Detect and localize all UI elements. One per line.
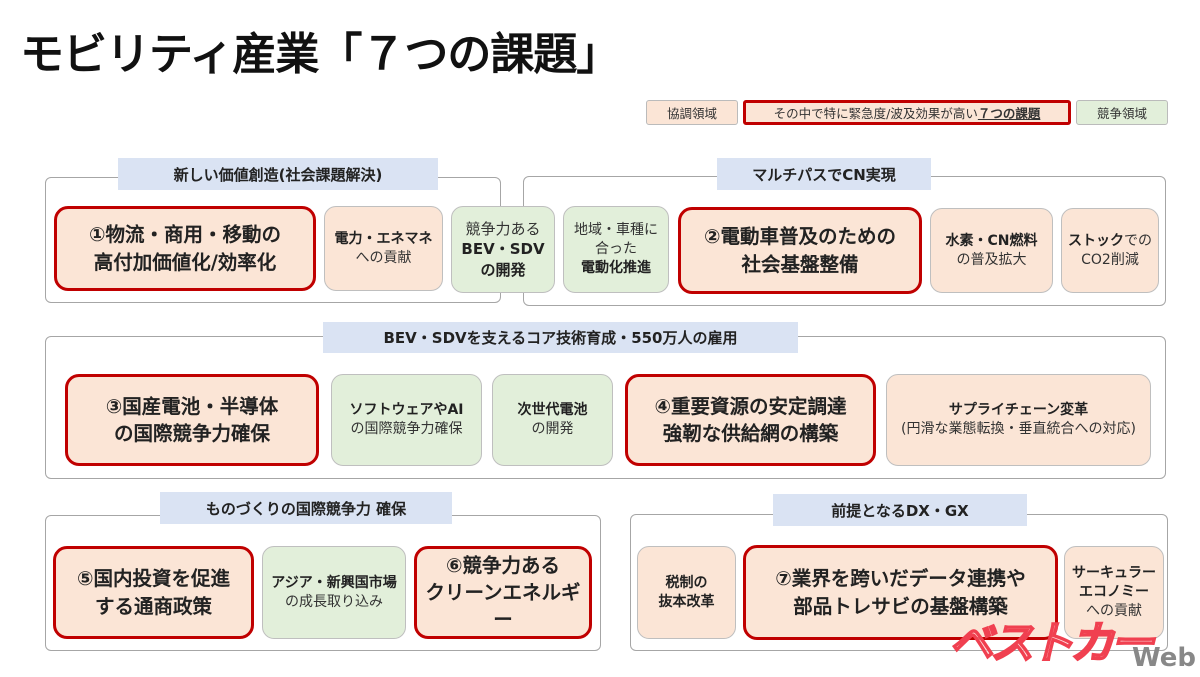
- box-circular-line2: エコノミー: [1079, 584, 1149, 601]
- legend-competitive: 競争領域: [1076, 100, 1168, 125]
- issue-5-trade-policy: ⑤国内投資を促進 する通商政策: [53, 546, 254, 639]
- box-bev-line3: の開発: [480, 260, 526, 279]
- box-stock: ストックでの CO2削減: [1061, 208, 1159, 293]
- box-supply-chain: サプライチェーン変革 (円滑な業態転換・垂直統合への対応): [886, 374, 1151, 466]
- box-software-line2: の国際競争力確保: [350, 421, 463, 437]
- box-software-line1: ソフトウェアやAI: [349, 402, 464, 419]
- box-software-ai: ソフトウェアやAI の国際競争力確保: [331, 374, 482, 466]
- box-battery-line2: の開発: [531, 421, 574, 437]
- box-bev-sdv: 競争力ある BEV・SDV の開発: [451, 206, 555, 293]
- box-circular: サーキュラー エコノミー への貢献: [1064, 546, 1164, 639]
- section-label-core-tech: BEV・SDVを支えるコア技術育成・550万人の雇用: [323, 322, 798, 353]
- box-region: 地域・車種に 合った 電動化推進: [563, 206, 669, 293]
- box-hydrogen: 水素・CN燃料 の普及拡大: [930, 208, 1053, 293]
- box-battery-line1: 次世代電池: [517, 402, 588, 419]
- issue-4-resources: ④重要資源の安定調達 強靭な供給網の構築: [625, 374, 876, 466]
- box-supply-line1: サプライチェーン変革: [948, 402, 1089, 419]
- issue-1-logistics: ①物流・商用・移動の 高付加価値化/効率化: [54, 206, 316, 291]
- issue-2-line1: ②電動車普及のための: [703, 225, 896, 249]
- box-asia-market: アジア・新興国市場 の成長取り込み: [262, 546, 406, 639]
- box-hydrogen-line2: の普及拡大: [956, 251, 1027, 268]
- issue-3-line1: ③国産電池・半導体: [105, 394, 279, 418]
- box-region-line1: 地域・車種に: [574, 222, 658, 239]
- issue-7-line1: ⑦業界を跨いだデータ連携や: [775, 567, 1026, 591]
- legend-priority-text: その中で特に緊急度/波及効果が高い: [773, 106, 978, 121]
- section-label-manufacturing: ものづくりの国際競争力 確保: [160, 492, 452, 524]
- box-hydrogen-line1: 水素・CN燃料: [945, 232, 1038, 249]
- issue-1-line2: 高付加価値化/効率化: [93, 250, 277, 274]
- box-region-line2: 合った: [595, 241, 637, 258]
- section-label-new-value: 新しい価値創造(社会課題解決): [118, 158, 438, 190]
- issue-5-line2: する通商政策: [94, 594, 212, 618]
- box-region-line3: 電動化推進: [581, 259, 651, 276]
- box-next-battery: 次世代電池 の開発: [492, 374, 613, 466]
- box-bev-line2: BEV・SDV: [461, 240, 545, 259]
- box-circular-line1: サーキュラー: [1072, 565, 1156, 582]
- watermark-logo: ベストカー: [948, 617, 1155, 670]
- section-label-dx-gx: 前提となるDX・GX: [773, 494, 1027, 526]
- box-tax-line2: 抜本改革: [658, 593, 715, 610]
- legend-priority-emph: ７つの課題: [977, 106, 1041, 121]
- box-circular-line3: への貢献: [1086, 602, 1142, 619]
- issue-5-line1: ⑤国内投資を促進: [76, 567, 230, 591]
- issue-7-data-linkage: ⑦業界を跨いだデータ連携や 部品トレサビの基盤構築: [743, 545, 1058, 640]
- issue-6-clean-energy: ⑥競争力ある クリーンエネルギー: [414, 546, 592, 639]
- box-supply-line2: (円滑な業態転換・垂直統合への対応): [901, 421, 1136, 437]
- section-label-multipath: マルチパスでCN実現: [717, 158, 931, 190]
- box-asia-line2: の成長取り込み: [285, 593, 383, 610]
- box-asia-line1: アジア・新興国市場: [271, 574, 397, 591]
- issue-6-line1: ⑥競争力ある: [445, 553, 560, 577]
- box-tax: 税制の 抜本改革: [637, 546, 736, 639]
- issue-3-battery-semiconductor: ③国産電池・半導体 の国際競争力確保: [65, 374, 319, 466]
- box-energy-line1: 電力・エネマネ: [334, 230, 433, 247]
- issue-6-line2: クリーンエネルギー: [425, 580, 581, 632]
- issue-4-line2: 強靭な供給網の構築: [662, 422, 839, 445]
- box-energy: 電力・エネマネ への貢献: [324, 206, 443, 291]
- issue-2-infrastructure: ②電動車普及のための 社会基盤整備: [678, 207, 922, 294]
- page-title: モビリティ産業「７つの課題」: [20, 29, 620, 80]
- issue-4-line1: ④重要資源の安定調達: [654, 394, 847, 418]
- box-energy-line2: への貢献: [355, 249, 412, 266]
- box-stock-line1b: での: [1124, 232, 1152, 249]
- legend-cooperative: 協調領域: [646, 100, 738, 125]
- issue-3-line2: の国際競争力確保: [113, 422, 270, 445]
- box-bev-line1: 競争力ある: [465, 220, 541, 239]
- box-stock-line2: CO2削減: [1081, 251, 1139, 268]
- box-tax-line1: 税制の: [665, 574, 708, 591]
- box-stock-line1a: ストック: [1068, 232, 1124, 249]
- issue-2-line2: 社会基盤整備: [741, 252, 859, 276]
- watermark-suffix: Web: [1132, 643, 1196, 673]
- issue-1-line1: ①物流・商用・移動の: [88, 223, 281, 247]
- issue-7-line2: 部品トレサビの基盤構築: [793, 594, 1008, 618]
